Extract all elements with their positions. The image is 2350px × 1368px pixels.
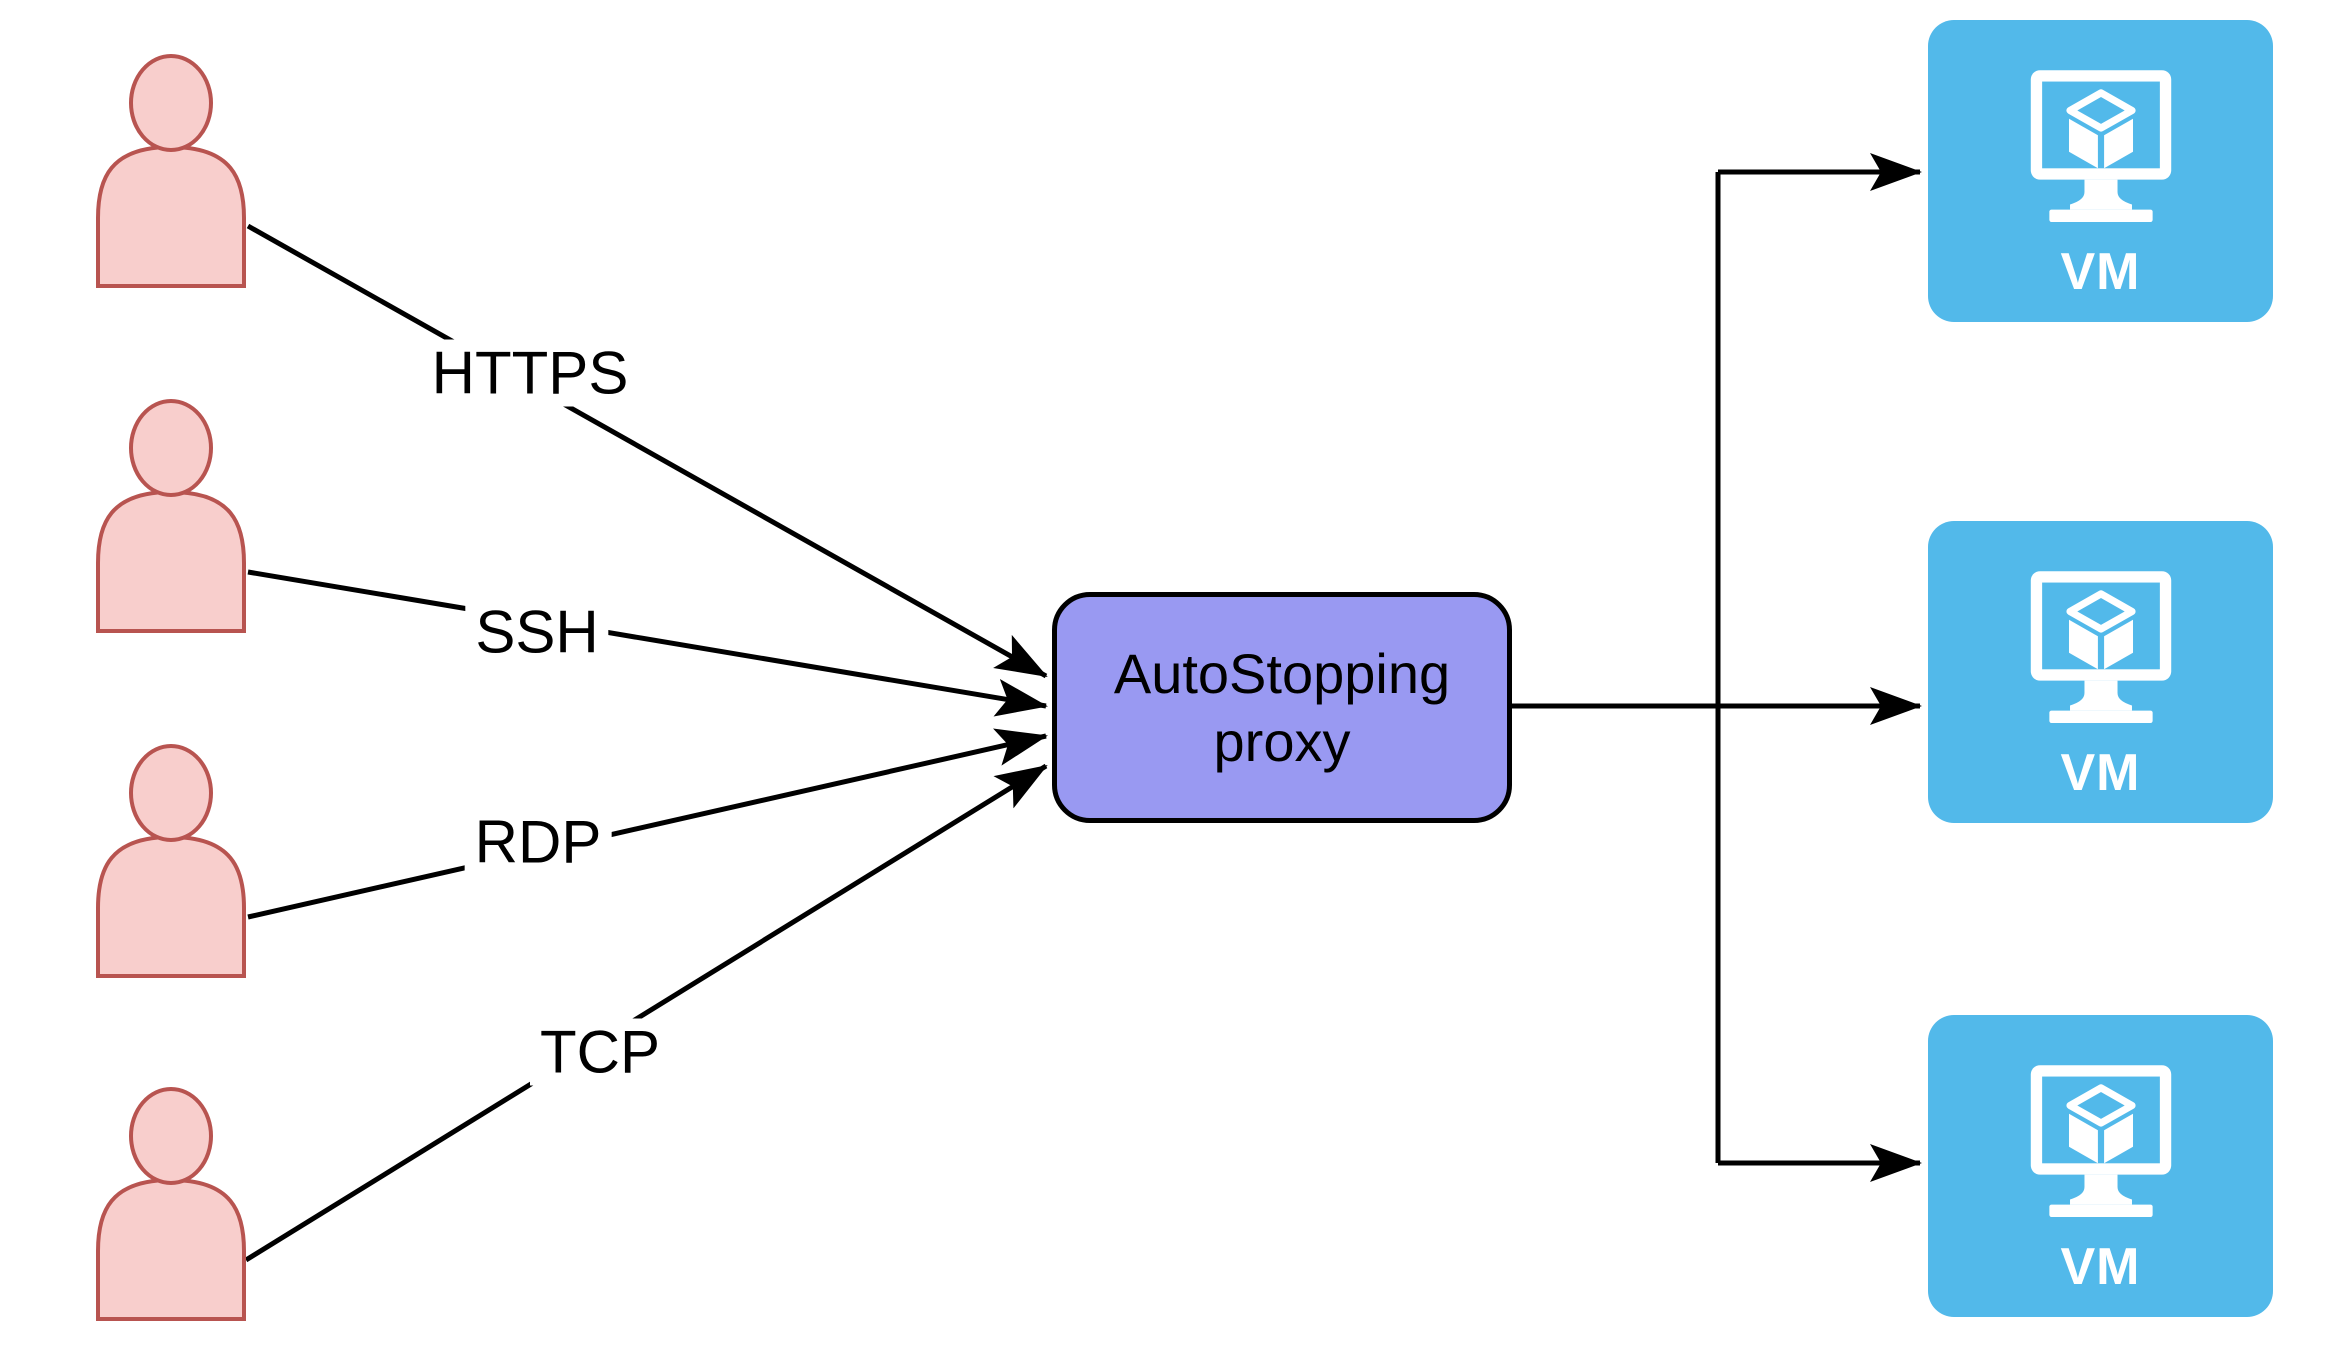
edge-tcp-line [244,763,1048,1263]
vm-node: VM [1928,521,2273,823]
user-icon [96,54,246,288]
user-icon [96,399,246,633]
edge-label-tcp: TCP [530,1018,670,1086]
edge-label-https: HTTPS [421,339,639,407]
autostopping-proxy-node: AutoStopping proxy [1052,592,1512,823]
user-icon [96,744,246,978]
edge-label-rdp: RDP [464,808,612,876]
vm-label: VM [2060,243,2141,301]
edge-label-ssh: SSH [465,598,609,666]
edge-ssh-line [247,569,1048,717]
edge-https-line [246,223,1048,679]
vm-node: VM [1928,20,2273,322]
edge-rdp-line [247,728,1048,920]
vm-label: VM [2060,744,2141,802]
vm-node: VM [1928,1015,2273,1317]
vm-monitor-cube-icon [2030,571,2171,723]
vm-monitor-cube-icon [2030,70,2171,222]
vm-monitor-cube-icon [2030,1065,2171,1217]
user-icon [96,1087,246,1321]
proxy-label: AutoStopping proxy [1113,642,1451,773]
vm-label: VM [2060,1238,2141,1296]
